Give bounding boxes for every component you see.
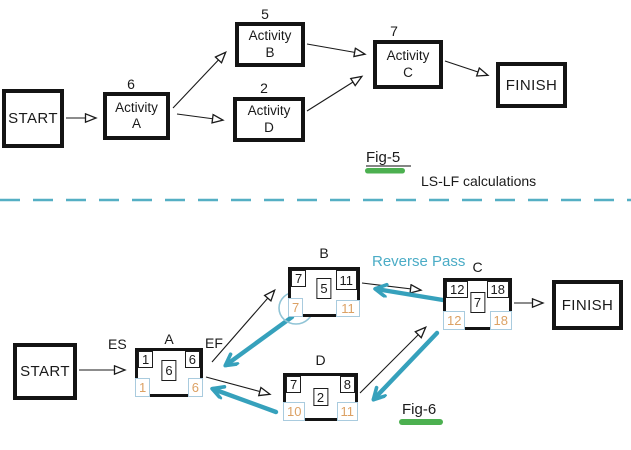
node-d-duration-value: 2: [312, 388, 329, 406]
es-axis-label: ES: [108, 336, 127, 352]
node-d-ls-value: 10: [283, 402, 306, 421]
fig6-green-highlight: [399, 419, 443, 425]
fig6-arrow-d-to-c: [359, 328, 425, 394]
fig5-activity-c-label: Activity C: [386, 48, 430, 80]
node-a: 1 6 6 1 6: [135, 348, 203, 397]
node-a-lf-value: 6: [187, 378, 203, 397]
node-c-ef-value: 18: [486, 281, 509, 298]
fig6-arrow-b-to-c: [361, 282, 420, 290]
node-b-ef-value: 11: [335, 270, 357, 290]
fig5-activity-d-label: Activity D: [247, 103, 291, 135]
fig5-activity-d-duration: 2: [260, 80, 268, 96]
fig6-start-label: START: [20, 363, 70, 380]
fig5-green-highlight: [365, 168, 405, 174]
node-c-duration-value: 7: [469, 292, 486, 313]
fig6-finish-label: FINISH: [561, 296, 614, 314]
node-d-label: D: [315, 352, 326, 368]
node-c-es-value: 12: [446, 281, 469, 298]
fig5-activity-c-duration: 7: [390, 23, 398, 39]
fig5-activity-d-node: Activity D: [233, 97, 305, 142]
fig6-arrow-a-to-d: [205, 376, 269, 394]
node-a-duration-value: 6: [161, 360, 177, 381]
fig5-start-label: START: [8, 110, 58, 127]
node-b: 7 5 11 7 11: [288, 267, 360, 317]
node-b-lf-value: 11: [336, 300, 360, 317]
fig5-finish-node: FINISH: [496, 62, 567, 108]
fig5-caption: Fig-5: [366, 149, 401, 166]
node-d-es-value: 7: [286, 376, 302, 393]
node-d-ef-value: 8: [339, 376, 355, 393]
node-a-label: A: [164, 331, 174, 347]
fig5-subcaption: LS-LF calculations: [421, 173, 537, 189]
fig6-start-node: START: [13, 343, 77, 400]
fig5-activity-a-node: Activity A: [103, 92, 170, 140]
node-b-es-value: 7: [291, 270, 307, 287]
fig6-reverse-arrow-d-to-a: [213, 389, 279, 415]
node-d-lf-value: 11: [336, 402, 358, 421]
fig5-start-node: START: [2, 89, 64, 148]
fig5-arrow-d-to-c: [306, 77, 361, 112]
node-b-label: B: [319, 245, 329, 261]
ef-axis-label: EF: [205, 335, 223, 351]
fig6-reverse-arrow-c-to-d: [374, 330, 440, 399]
node-a-ls-value: 1: [135, 378, 151, 397]
fig6-caption: Fig-6: [402, 401, 437, 418]
fig5-finish-label: FINISH: [505, 76, 558, 94]
fig5-arrow-b-to-c: [306, 43, 364, 54]
fig6-reverse-arrow-c-to-b: [376, 289, 452, 304]
node-b-ls-value: 7: [288, 298, 304, 317]
reverse-pass-label: Reverse Pass: [372, 253, 466, 270]
fig5-activity-c-node: Activity C: [373, 40, 443, 89]
fig6-finish-node: FINISH: [552, 280, 623, 330]
fig5-activity-b-label: Activity B: [248, 28, 292, 60]
fig5-activity-a-label: Activity A: [115, 99, 158, 131]
node-a-ef-value: 6: [184, 351, 200, 368]
fig6-arrow-a-to-b: [211, 291, 274, 363]
node-a-es-value: 1: [138, 351, 154, 368]
node-d: 7 2 8 10 11: [283, 373, 358, 421]
node-b-duration-value: 5: [316, 278, 332, 299]
node-c: 12 7 18 12 18: [443, 278, 512, 330]
fig6-reverse-arrow-b-to-a: [226, 314, 295, 365]
fig5-arrow-c-to-finish: [444, 60, 487, 75]
node-c-lf-value: 18: [489, 311, 512, 330]
fig5-activity-b-node: Activity B: [235, 22, 305, 67]
fig5-arrow-a-to-d: [176, 113, 222, 120]
node-c-label: C: [472, 259, 483, 275]
fig5-activity-a-duration: 6: [127, 76, 135, 92]
fig5-arrow-a-to-b: [172, 53, 225, 109]
fig5-activity-b-duration: 5: [261, 6, 269, 22]
node-c-ls-value: 12: [443, 311, 466, 330]
